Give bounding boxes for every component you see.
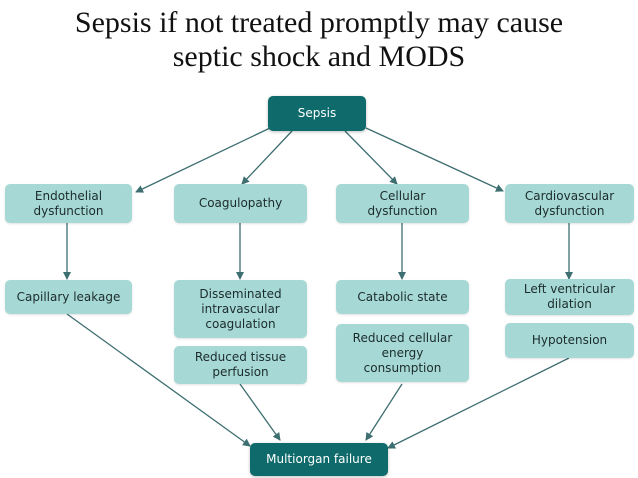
arrow-sepsis-to-cardiovascular: [365, 127, 504, 192]
node-multiorgan-failure-label: Multiorgan failure: [266, 452, 372, 466]
slide-title: Sepsis if not treated promptly may cause…: [0, 6, 638, 74]
node-cellular-dysfunction: Cellular dysfunction: [336, 184, 469, 223]
node-multiorgan-failure: Multiorgan failure: [250, 443, 388, 476]
arrow-sepsis-to-cellular: [344, 130, 398, 185]
arrow-perfusion-to-multiorgan: [239, 383, 281, 441]
node-cellular-dysfunction-label: Cellular dysfunction: [367, 188, 438, 218]
slide-title-line-2: septic shock and MODS: [172, 40, 466, 73]
arrow-sepsis-to-endothelial: [135, 127, 271, 193]
arrow-capillary-to-multiorgan: [66, 313, 251, 447]
node-cardiovascular-dysfunction: Cardiovascular dysfunction: [505, 184, 634, 223]
node-reduced-cellular-energy-label: Reduced cellular energy consumption: [352, 330, 453, 375]
node-cardiovascular-dysfunction-label: Cardiovascular dysfunction: [524, 188, 615, 218]
node-left-ventricular-dilation-label: Left ventricular dilation: [523, 282, 616, 311]
arrow-hypotension-to-multiorgan: [387, 357, 570, 449]
node-reduced-tissue-perfusion-label: Reduced tissue perfusion: [194, 350, 287, 379]
node-capillary-leakage-label: Capillary leakage: [16, 289, 121, 304]
node-endothelial-dysfunction: Endothelial dysfunction: [5, 184, 132, 223]
node-sepsis-label: Sepsis: [297, 106, 337, 120]
node-hypotension-label: Hypotension: [531, 333, 608, 347]
node-left-ventricular-dilation: Left ventricular dilation: [505, 279, 634, 315]
node-catabolic-state: Catabolic state: [336, 280, 469, 314]
node-catabolic-state-label: Catabolic state: [357, 289, 448, 304]
slide-title-line-1: Sepsis if not treated promptly may cause: [74, 6, 564, 39]
node-reduced-cellular-energy-consumption: Reduced cellular energy consumption: [336, 324, 469, 382]
node-reduced-tissue-perfusion: Reduced tissue perfusion: [174, 346, 307, 384]
node-hypotension: Hypotension: [505, 323, 634, 358]
node-coagulopathy: Coagulopathy: [174, 184, 307, 223]
node-dic-label: Disseminated intravascular coagulation: [199, 286, 282, 331]
node-disseminated-intravascular-coagulation: Disseminated intravascular coagulation: [174, 280, 307, 338]
node-capillary-leakage: Capillary leakage: [5, 280, 132, 314]
arrow-energy-to-multiorgan: [365, 383, 403, 441]
node-coagulopathy-label: Coagulopathy: [198, 196, 283, 210]
node-sepsis: Sepsis: [268, 96, 366, 131]
arrow-sepsis-to-coagulopathy: [241, 130, 293, 185]
node-endothelial-dysfunction-label: Endothelial dysfunction: [33, 188, 104, 218]
